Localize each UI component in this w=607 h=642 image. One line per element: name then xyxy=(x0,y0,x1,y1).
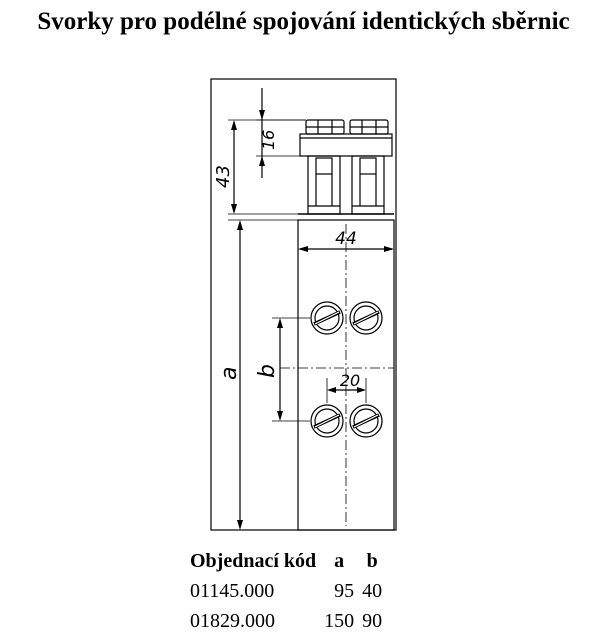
order-code-table: Objednací kód a b 01145.000 95 40 01829.… xyxy=(188,546,388,636)
clamp-body xyxy=(297,219,395,531)
clamp-plate xyxy=(299,133,393,157)
dimension-label-20: 20 xyxy=(340,371,360,390)
dimension-label-16: 16 xyxy=(259,130,278,150)
drawing-frame xyxy=(210,78,397,531)
screw-lower-left xyxy=(310,404,344,438)
table-row: 01829.000 150 90 xyxy=(188,606,388,636)
value-a-cell: 150 xyxy=(324,609,355,632)
header-a: a xyxy=(334,549,345,572)
dimension-label-43: 43 xyxy=(213,165,234,188)
dimension-20: 20 xyxy=(326,371,367,403)
header-b: b xyxy=(366,549,378,572)
dimension-label-b: b xyxy=(255,364,280,378)
page-title: Svorky pro podélné spojování identických… xyxy=(37,8,570,35)
technical-drawing-svg: 43 16 xyxy=(210,78,397,531)
table-header-row: Objednací kód a b xyxy=(188,546,388,576)
screw-lower-right xyxy=(349,404,383,438)
dimension-label-44: 44 xyxy=(335,229,357,249)
dimension-a: a xyxy=(217,219,298,531)
table-row: 01145.000 95 40 xyxy=(188,576,388,606)
value-b-cell: 90 xyxy=(362,609,383,632)
side-view xyxy=(298,119,394,215)
busbar-clamp-drawing: 43 16 xyxy=(210,78,398,532)
order-code-cell: 01829.000 xyxy=(190,609,275,632)
value-b-cell: 40 xyxy=(362,579,383,602)
dimension-44: 44 xyxy=(298,229,394,252)
screw-upper-left xyxy=(310,301,344,335)
top-view xyxy=(280,219,395,531)
dimension-16: 16 xyxy=(256,88,308,178)
dimension-b: b xyxy=(255,317,310,422)
header-order-code: Objednací kód xyxy=(190,549,317,572)
value-a-cell: 95 xyxy=(334,579,355,602)
dimension-label-a: a xyxy=(217,367,242,380)
screw-upper-right xyxy=(349,301,383,335)
order-code-cell: 01145.000 xyxy=(190,579,275,602)
